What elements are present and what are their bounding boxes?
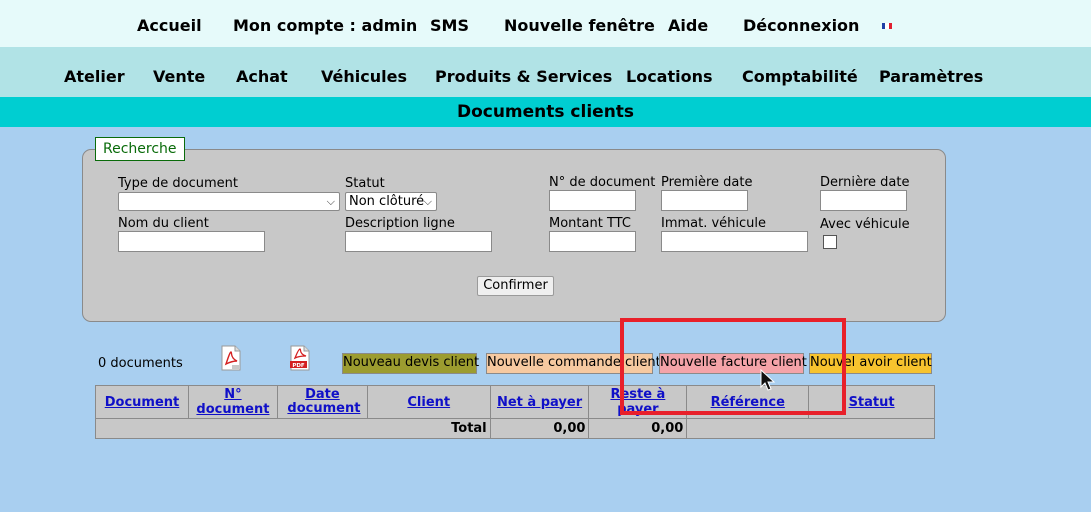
type-document-label: Type de document xyxy=(118,176,238,191)
nav-achat[interactable]: Achat xyxy=(236,67,288,86)
chevron-down-icon: ⌵ xyxy=(326,195,335,208)
nav-nouvelle-fenetre[interactable]: Nouvelle fenêtre xyxy=(504,16,655,35)
column-header[interactable]: Client xyxy=(366,385,491,419)
pdf-export-icon[interactable]: PDF xyxy=(288,345,312,371)
column-header[interactable]: Statut xyxy=(808,385,935,419)
sort-reference-link[interactable]: Référence xyxy=(710,394,785,410)
nav-atelier[interactable]: Atelier xyxy=(64,67,125,86)
sort-statut-link[interactable]: Statut xyxy=(848,394,895,410)
statut-select[interactable]: Non clôturé ⌵ xyxy=(345,192,437,211)
sort-numero-link[interactable]: N° document xyxy=(196,387,270,417)
immat-vehicule-input[interactable] xyxy=(661,231,808,252)
column-header[interactable]: Net à payer xyxy=(489,385,590,419)
numero-document-label: N° de document xyxy=(549,175,656,190)
net-total: 0,00 xyxy=(489,418,590,439)
page-title: Documents clients xyxy=(0,97,1091,127)
search-legend: Recherche xyxy=(95,137,185,161)
nouvelle-facture-button[interactable]: Nouvelle facture client xyxy=(659,353,807,374)
main-nav: Atelier Vente Achat Véhicules Produits &… xyxy=(0,47,1091,97)
montant-ttc-input[interactable] xyxy=(549,231,636,252)
nom-client-label: Nom du client xyxy=(118,216,209,231)
pdf-file-icon[interactable] xyxy=(219,345,243,371)
premiere-date-input[interactable] xyxy=(661,190,748,211)
description-ligne-label: Description ligne xyxy=(345,216,455,231)
column-header[interactable]: Reste à payer xyxy=(588,385,688,419)
sort-net-link[interactable]: Net à payer xyxy=(496,394,583,410)
column-header[interactable]: Référence xyxy=(686,385,810,419)
avec-vehicule-checkbox[interactable] xyxy=(823,235,837,249)
nav-parametres[interactable]: Paramètres xyxy=(879,67,984,86)
montant-ttc-label: Montant TTC xyxy=(549,216,631,231)
immat-vehicule-label: Immat. véhicule xyxy=(661,216,767,231)
type-document-select[interactable]: ⌵ xyxy=(118,192,340,211)
mouse-cursor-icon xyxy=(760,369,776,391)
statut-value: Non clôturé xyxy=(349,194,425,209)
statut-label: Statut xyxy=(345,176,385,191)
nav-produits-services[interactable]: Produits & Services xyxy=(435,67,613,86)
nom-client-input[interactable] xyxy=(118,231,265,252)
table-total-row: Total 0,00 0,00 xyxy=(95,418,935,439)
derniere-date-input[interactable] xyxy=(820,190,907,211)
nav-sms[interactable]: SMS xyxy=(430,16,469,35)
nav-comptabilite[interactable]: Comptabilité xyxy=(742,67,858,86)
derniere-date-label: Dernière date xyxy=(820,175,910,190)
sort-client-link[interactable]: Client xyxy=(407,394,451,410)
french-flag-icon[interactable] xyxy=(882,23,892,29)
total-empty-cell xyxy=(686,418,935,439)
column-header[interactable]: N° document xyxy=(187,385,278,419)
avec-vehicule-label: Avec véhicule xyxy=(820,217,910,232)
nouvel-avoir-button[interactable]: Nouvel avoir client xyxy=(809,353,932,374)
sort-reste-link[interactable]: Reste à payer xyxy=(610,387,666,417)
description-ligne-input[interactable] xyxy=(345,231,492,252)
column-header[interactable]: Date document xyxy=(276,385,368,419)
document-count: 0 documents xyxy=(98,356,183,371)
documents-table: Document N° document Date document Clien… xyxy=(95,385,935,439)
svg-text:PDF: PDF xyxy=(292,363,305,369)
nav-deconnexion[interactable]: Déconnexion xyxy=(743,16,860,35)
nav-accueil[interactable]: Accueil xyxy=(137,16,202,35)
nav-vehicules[interactable]: Véhicules xyxy=(321,67,407,86)
nouveau-devis-button[interactable]: Nouveau devis client xyxy=(342,353,479,374)
nav-vente[interactable]: Vente xyxy=(153,67,206,86)
sort-document-link[interactable]: Document xyxy=(104,394,180,410)
total-label: Total xyxy=(95,418,491,439)
confirm-button[interactable]: Confirmer xyxy=(477,276,554,296)
reste-total: 0,00 xyxy=(588,418,688,439)
nav-mon-compte[interactable]: Mon compte : admin xyxy=(233,16,418,35)
table-header-row: Document N° document Date document Clien… xyxy=(95,385,935,419)
top-nav: Accueil Mon compte : admin SMS Nouvelle … xyxy=(0,0,1091,47)
column-header[interactable]: Document xyxy=(95,385,189,419)
nouvelle-commande-button[interactable]: Nouvelle commande client xyxy=(486,353,661,374)
nav-aide[interactable]: Aide xyxy=(668,16,709,35)
chevron-down-icon: ⌵ xyxy=(423,195,432,208)
sort-date-link[interactable]: Date document xyxy=(287,387,361,416)
nav-locations[interactable]: Locations xyxy=(626,67,713,86)
premiere-date-label: Première date xyxy=(661,175,753,190)
numero-document-input[interactable] xyxy=(549,190,636,211)
